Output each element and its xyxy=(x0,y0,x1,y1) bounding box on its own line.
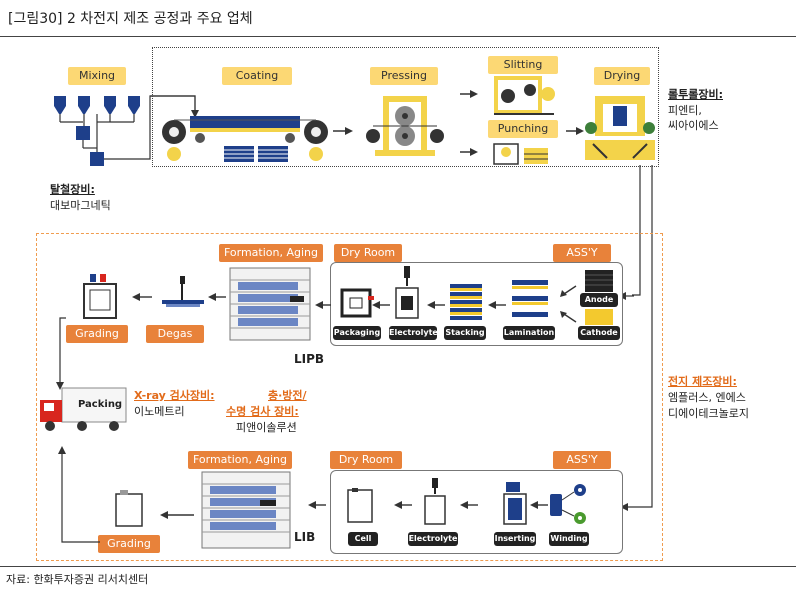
packaging-label: Packaging xyxy=(333,326,381,340)
anode-label: Anode xyxy=(580,293,618,307)
lipb-name: LIPB xyxy=(294,352,325,366)
winding-label: Winding xyxy=(549,532,589,546)
cathode-icon xyxy=(585,309,613,325)
lipb-grading-icon xyxy=(83,274,117,319)
lipb-formation-label: Formation, Aging xyxy=(219,244,323,262)
slitting-machine-icon xyxy=(494,76,555,115)
lipb-grading-label: Grading xyxy=(66,325,128,343)
inserting-to-electrolyte-arrow-icon xyxy=(460,501,478,509)
charge-vendor-label-2: 수명 검사 장비: xyxy=(226,405,299,418)
punching-machine-icon xyxy=(493,143,548,165)
cathode-label: Cathode xyxy=(578,326,620,340)
lib-grading-label: Grading xyxy=(98,535,160,553)
electrolyte-to-cell-arrow-icon xyxy=(394,501,412,509)
cathode-to-lamination-arrow-icon xyxy=(560,311,577,323)
lipb-electrolyte-label: Electrolyte xyxy=(389,326,438,340)
roll-to-roll-frame xyxy=(152,47,659,167)
roll-vendor-company-2: 씨아이에스 xyxy=(668,119,719,132)
roll-vendor-company-1: 피엔티, xyxy=(668,104,702,117)
arrow-to-punching-icon xyxy=(460,148,478,156)
connector-to-lib-icon xyxy=(620,165,653,511)
lib-dry-room-label: Dry Room xyxy=(330,451,402,469)
lib-electrolyte-label: Electrolyte xyxy=(408,532,458,546)
drying-label: Drying xyxy=(594,67,650,85)
cell-vendor-company-2: 디에이테크놀로지 xyxy=(668,407,749,420)
lib-formation-label: Formation, Aging xyxy=(188,451,292,469)
mixing-machine-icon xyxy=(54,95,196,166)
mixing-label: Mixing xyxy=(68,67,126,85)
packing-label: Packing xyxy=(78,399,123,410)
inserting-icon xyxy=(503,482,527,525)
stacking-label: Stacking xyxy=(444,326,486,340)
cell-icon xyxy=(347,488,373,523)
degas-icon xyxy=(162,276,204,307)
grading-to-packing-line-icon xyxy=(56,317,66,390)
stacking-to-electrolyte-arrow-icon xyxy=(427,301,445,309)
arrow-to-pressing-icon xyxy=(333,127,353,135)
lamination-icon xyxy=(512,280,548,317)
winding-to-inserting-arrow-icon xyxy=(530,501,548,509)
lib-assy-label: ASS'Y xyxy=(553,451,611,469)
cell-vendor-company-1: 엠플러스, 엔에스 xyxy=(668,391,746,404)
cell-assembly-frame xyxy=(36,233,663,561)
packaging-icon xyxy=(340,288,374,318)
pressing-machine-icon xyxy=(366,96,444,156)
connector-to-lipb-icon xyxy=(632,165,641,296)
arrow-to-drying-icon xyxy=(566,127,584,135)
lamination-label: Lamination xyxy=(503,326,555,340)
lipb-assy-label: ASS'Y xyxy=(553,244,611,262)
lipb-formation-rack-icon xyxy=(229,267,311,341)
mixing-to-coating-arrow-icon xyxy=(150,95,199,118)
lipb-dry-room-label: Dry Room xyxy=(334,244,402,262)
slitting-label: Slitting xyxy=(488,56,558,74)
degas-label: Degas xyxy=(146,325,204,343)
pressing-label: Pressing xyxy=(370,67,438,85)
punching-label: Punching xyxy=(488,120,558,138)
cell-to-formation-arrow-icon xyxy=(308,501,326,509)
electrolyte-to-packaging-arrow-icon xyxy=(372,301,390,309)
lib-electrolyte-icon xyxy=(424,478,446,525)
source-note: 자료: 한화투자증권 리서치센터 xyxy=(6,573,149,586)
anode-to-lamination-arrow-icon xyxy=(560,285,577,297)
bottom-rule xyxy=(0,566,796,567)
packaging-to-formation-arrow-icon xyxy=(315,301,331,309)
arrow-to-slitting-icon xyxy=(460,90,478,98)
lib-name: LIB xyxy=(294,530,316,544)
figure-title: [그림30] 2 차전지 제조 공정과 주요 업체 xyxy=(8,11,253,27)
lib-formation-rack-icon xyxy=(201,471,291,549)
drying-machine-icon xyxy=(585,96,655,160)
coating-label: Coating xyxy=(222,67,292,85)
charge-vendor-label-1: 충·방전/ xyxy=(268,389,307,402)
xray-vendor-company: 이노메트리 xyxy=(134,405,185,418)
formation-to-degas-arrow-icon xyxy=(208,293,226,301)
lib-grading-to-packing-line-icon xyxy=(58,446,100,543)
coating-machine-icon xyxy=(162,116,328,162)
anode-icon xyxy=(585,270,613,292)
top-rule xyxy=(0,36,796,37)
charge-vendor-company: 피앤이솔루션 xyxy=(236,421,297,434)
cell-vendor-label: 전지 제조장비: xyxy=(668,375,737,388)
roll-vendor-label: 롤투롤장비: xyxy=(668,88,723,101)
degassing-vendor-company: 대보마그네틱 xyxy=(50,199,111,212)
inserting-label: Inserting xyxy=(494,532,536,546)
packing-truck-icon xyxy=(40,387,127,431)
degas-to-grading-arrow-icon xyxy=(132,293,152,301)
cell-label: Cell xyxy=(348,532,378,546)
xray-vendor-label: X-ray 검사장비: xyxy=(134,389,215,402)
winding-icon xyxy=(550,484,586,524)
lipb-electrolyte-icon xyxy=(395,266,419,319)
lamination-to-stacking-arrow-icon xyxy=(488,301,506,309)
degassing-vendor-label: 탈철장비: xyxy=(50,183,95,196)
lib-grading-icon xyxy=(115,490,143,527)
stacking-icon xyxy=(450,284,482,320)
formation-to-grading-arrow-icon xyxy=(160,511,194,519)
